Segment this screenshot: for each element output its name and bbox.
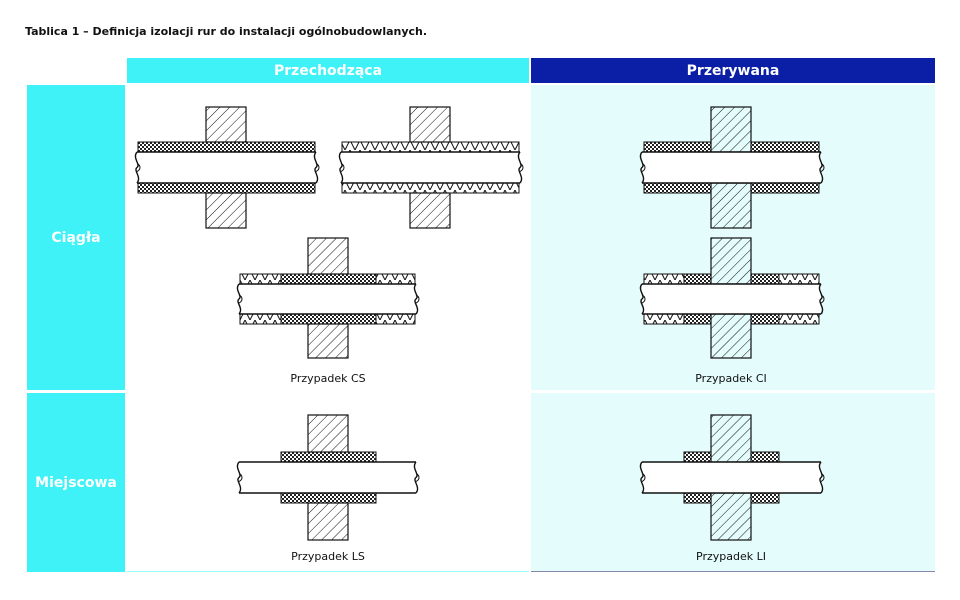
caption-li: Przypadek LI — [696, 550, 766, 563]
insulation-top — [683, 451, 712, 463]
wall-top — [409, 106, 451, 143]
table-title: Tablica 1 – Definicja izolacji rur do in… — [25, 25, 428, 38]
pipe-break-end — [413, 461, 419, 494]
pipe-break-end — [238, 473, 243, 482]
pipe-break-end — [415, 473, 420, 482]
pipe-break-end — [238, 294, 243, 304]
caption-cs: Przypadek CS — [290, 372, 366, 385]
insulation-bottom — [683, 313, 712, 325]
wall-top — [205, 106, 247, 143]
pipe-break-end — [641, 473, 646, 482]
insulation-top — [375, 273, 416, 285]
pipe-break-end — [639, 461, 645, 494]
pipe-break-end — [820, 473, 825, 482]
insulation-top — [280, 451, 377, 463]
pipe-break-end — [315, 163, 320, 172]
pipe-break-end — [413, 283, 419, 315]
insulation-top — [643, 141, 712, 153]
pipe-break-end — [517, 151, 523, 184]
pipe — [239, 462, 416, 493]
insulation-top — [137, 141, 316, 153]
insulation-bottom — [280, 313, 377, 325]
insulation-top — [683, 273, 712, 285]
insulation-bottom — [643, 182, 712, 194]
pipe-break-end — [236, 283, 242, 315]
insulation-top — [778, 273, 820, 285]
pipe-break-end — [641, 294, 646, 304]
wall-bottom — [409, 192, 451, 229]
wall-bottom — [307, 323, 349, 359]
pipe-break-end — [818, 283, 824, 315]
pipe-break-end — [340, 163, 345, 172]
pipe-break-end — [338, 151, 344, 184]
column-header-przerywana: Przerywana — [531, 58, 935, 83]
pipe — [642, 462, 821, 493]
wall-top — [710, 106, 752, 153]
insulation-top — [643, 273, 685, 285]
insulation-bottom — [137, 182, 316, 194]
insulation-bottom — [750, 182, 820, 194]
pipe-break-end — [136, 163, 141, 172]
pipe-break-end — [313, 151, 319, 184]
pipe-break-end — [820, 163, 825, 172]
insulation-top — [341, 141, 520, 153]
pipe-break-end — [820, 294, 825, 304]
insulation-bottom — [778, 313, 820, 325]
insulation-bottom — [643, 313, 685, 325]
pipe-break-end — [639, 151, 645, 184]
pipe — [642, 284, 821, 314]
pipe-break-end — [415, 294, 420, 304]
wall-bottom — [710, 182, 752, 229]
caption-ci: Przypadek CI — [695, 372, 767, 385]
row-header-ciagla: Ciągła — [27, 85, 125, 390]
wall-top — [307, 414, 349, 453]
pipe-break-end — [134, 151, 140, 184]
caption-ls: Przypadek LS — [291, 550, 365, 563]
row-header-miejscowa: Miejscowa — [27, 393, 125, 572]
insulation-bottom — [375, 313, 416, 325]
wall-bottom — [307, 502, 349, 541]
pipe-break-end — [236, 461, 242, 494]
pipe-break-end — [641, 163, 646, 172]
insulation-bottom — [280, 492, 377, 504]
insulation-bottom — [239, 313, 282, 325]
insulation-bottom — [750, 313, 780, 325]
wall-bottom — [205, 192, 247, 229]
insulation-bottom — [683, 492, 712, 504]
insulation-bottom — [341, 182, 520, 194]
insulation-bottom — [750, 492, 780, 504]
pipe — [239, 284, 416, 314]
insulation-top — [280, 273, 377, 285]
insulation-top — [239, 273, 282, 285]
wall-bottom — [710, 313, 752, 359]
insulation-top — [750, 141, 820, 153]
pipe — [642, 152, 821, 183]
insulation-top — [750, 273, 780, 285]
pipe-break-end — [818, 461, 824, 494]
wall-top — [307, 237, 349, 275]
wall-top — [710, 414, 752, 463]
column-header-przechodzaca: Przechodząca — [127, 58, 529, 83]
pipe — [341, 152, 520, 183]
wall-top — [710, 237, 752, 285]
wall-bottom — [710, 492, 752, 541]
pipe — [137, 152, 316, 183]
pipe-break-end — [639, 283, 645, 315]
pipe-break-end — [519, 163, 524, 172]
pipe-break-end — [818, 151, 824, 184]
insulation-top — [750, 451, 780, 463]
